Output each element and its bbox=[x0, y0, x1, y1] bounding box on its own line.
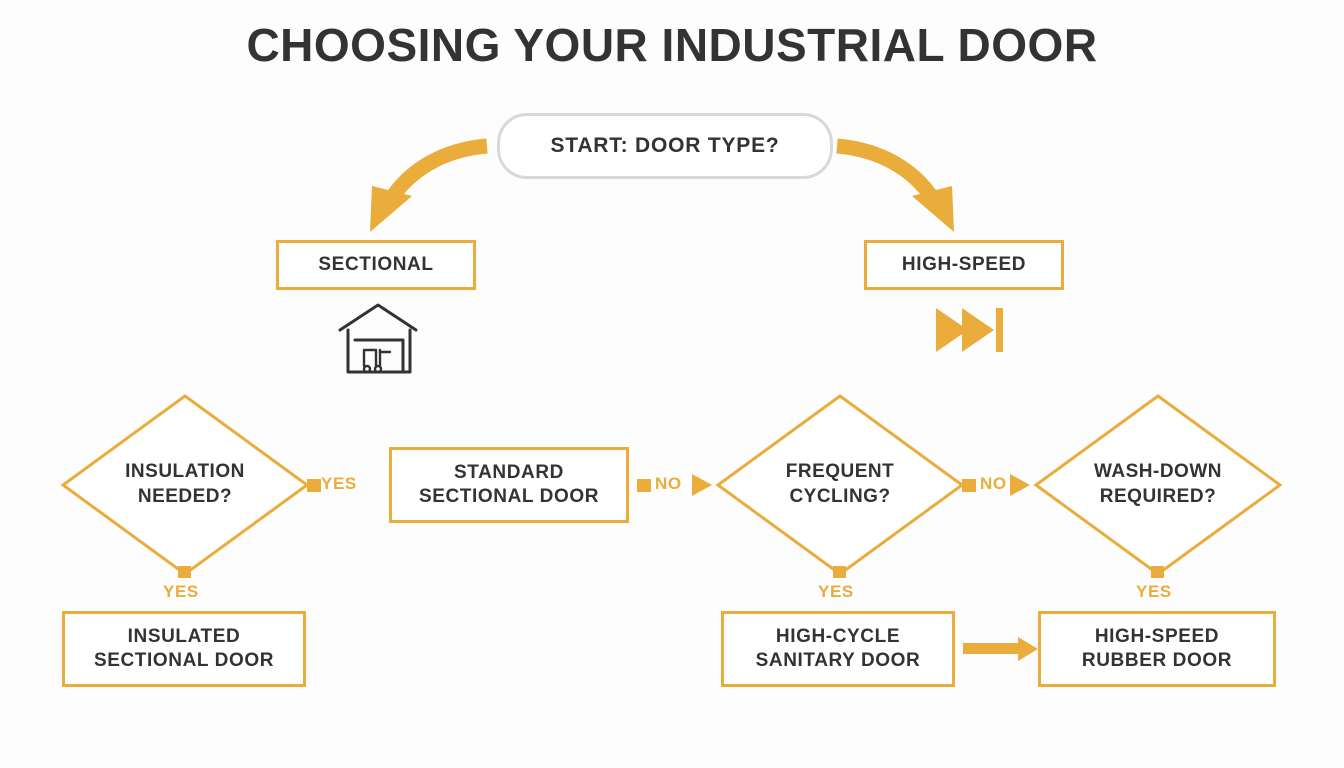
edge-label-insulation-yes: YES bbox=[321, 474, 357, 493]
arrow-start-to-sectional bbox=[370, 138, 488, 232]
arrow-highcycle-to-rubber bbox=[963, 637, 1038, 661]
node-high-speed-rubber-line2: RUBBER DOOR bbox=[1081, 650, 1233, 671]
node-wash-down-required[interactable]: WASH-DOWN REQUIRED? bbox=[1036, 396, 1280, 574]
node-high-speed-rubber-line1: HIGH-SPEED bbox=[1094, 626, 1220, 648]
node-frequent-cycling[interactable]: FREQUENT CYCLING? bbox=[718, 396, 962, 574]
node-insulated-sectional-door[interactable]: INSULATED SECTIONAL DOOR bbox=[62, 611, 306, 687]
node-standard-sectional-door[interactable]: STANDARD SECTIONAL DOOR bbox=[389, 447, 629, 523]
node-insulation-needed-line2: NEEDED? bbox=[137, 486, 233, 507]
node-high-speed[interactable]: HIGH-SPEED bbox=[864, 240, 1064, 290]
node-high-cycle-line2: SANITARY DOOR bbox=[755, 650, 921, 671]
node-insulation-needed[interactable]: INSULATION NEEDED? bbox=[63, 396, 307, 574]
edge-label-frequent-no: NO bbox=[980, 474, 1007, 493]
node-insulated-sectional-line2: SECTIONAL DOOR bbox=[93, 650, 275, 671]
node-start[interactable]: START: DOOR TYPE? bbox=[497, 113, 833, 179]
node-insulated-sectional-line1: INSULATED bbox=[127, 626, 241, 648]
node-sectional-label: SECTIONAL bbox=[318, 254, 434, 276]
node-high-speed-rubber-door[interactable]: HIGH-SPEED RUBBER DOOR bbox=[1038, 611, 1276, 687]
page-title: CHOOSING YOUR INDUSTRIAL DOOR bbox=[246, 19, 1098, 71]
edge-label-insulation-down-yes: YES bbox=[163, 582, 199, 601]
warehouse-forklift-icon bbox=[338, 303, 418, 374]
node-frequent-cycling-line2: CYCLING? bbox=[789, 486, 891, 507]
edge-label-standard-no: NO bbox=[655, 474, 682, 493]
node-start-label: START: DOOR TYPE? bbox=[550, 134, 780, 157]
node-wash-down-line2: REQUIRED? bbox=[1099, 486, 1217, 507]
node-sectional[interactable]: SECTIONAL bbox=[276, 240, 476, 290]
node-high-cycle-line1: HIGH-CYCLE bbox=[775, 626, 901, 648]
node-wash-down-line1: WASH-DOWN bbox=[1094, 461, 1222, 483]
edge-label-washdown-down-yes: YES bbox=[1136, 582, 1172, 601]
node-insulation-needed-line1: INSULATION bbox=[125, 461, 245, 483]
fast-forward-icon bbox=[936, 308, 1003, 352]
node-standard-sectional-line2: SECTIONAL DOOR bbox=[418, 486, 600, 507]
edge-label-frequent-down-yes: YES bbox=[818, 582, 854, 601]
arrow-start-to-highspeed bbox=[836, 138, 954, 232]
node-standard-sectional-line1: STANDARD bbox=[454, 462, 564, 484]
node-high-cycle-sanitary-door[interactable]: HIGH-CYCLE SANITARY DOOR bbox=[721, 611, 955, 687]
node-high-speed-label: HIGH-SPEED bbox=[901, 254, 1027, 276]
arrow-insulation-yes bbox=[307, 479, 321, 492]
node-frequent-cycling-line1: FREQUENT bbox=[785, 461, 895, 483]
